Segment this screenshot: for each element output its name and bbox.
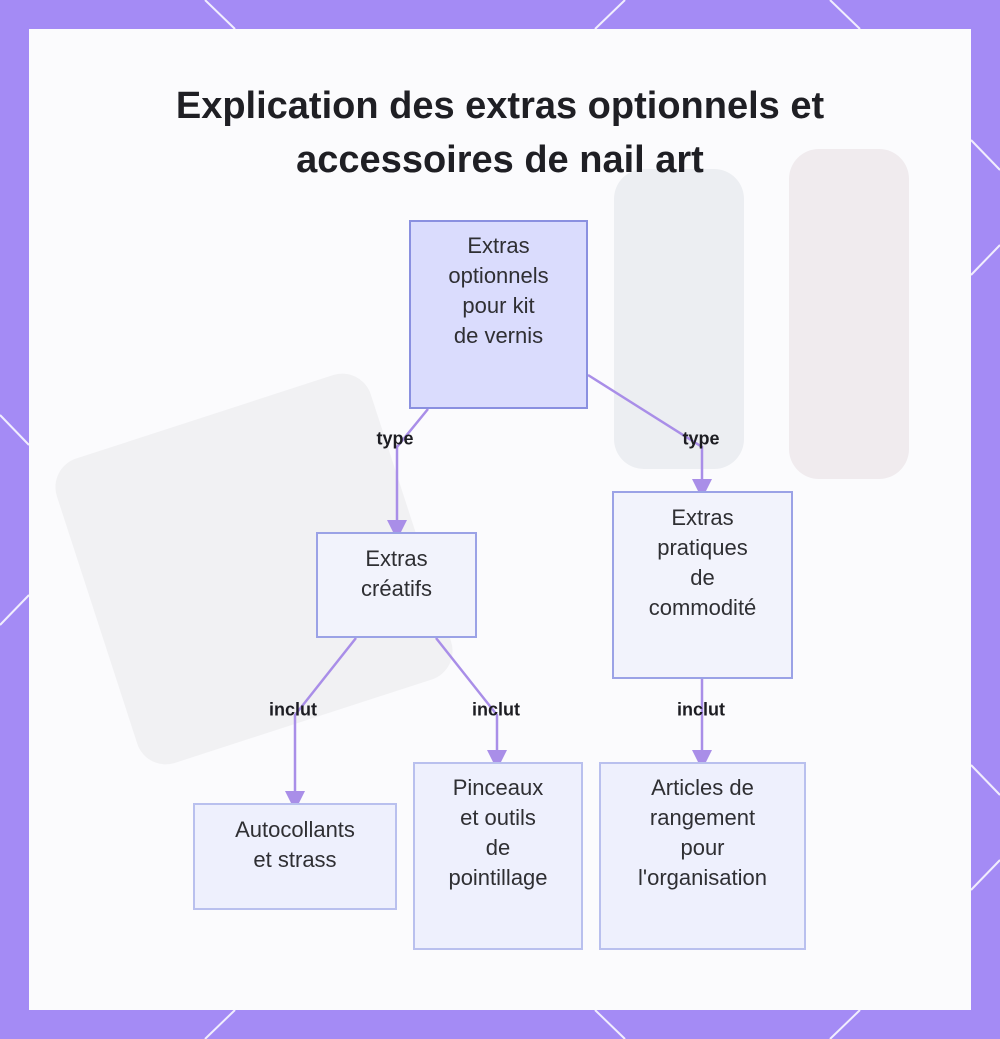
edge-label-inclut-articles: inclut: [677, 699, 725, 720]
edge-label-type-right: type: [682, 428, 720, 449]
node-label-line: l'organisation: [638, 865, 767, 890]
node-label-line: de vernis: [453, 323, 544, 348]
node-extras-optionnels: Extras optionnels pour kit de vernis: [409, 220, 588, 409]
node-articles-rangement: Articles de rangement pour l'organisatio…: [599, 762, 806, 950]
node-label-line: pratiques: [657, 535, 748, 560]
node-label-line: pointillage: [448, 865, 548, 890]
node-label-line: Articles de: [651, 775, 754, 800]
node-label-line: de: [690, 565, 715, 590]
node-extras-creatifs: Extras créatifs: [316, 532, 477, 638]
node-label-line: de: [485, 835, 511, 860]
node-label-line: pour: [680, 835, 725, 860]
edge-label-inclut-pinceaux: inclut: [472, 699, 520, 720]
node-label-line: et strass: [253, 847, 337, 872]
node-label-line: Extras: [671, 505, 734, 530]
node-autocollants-strass: Autocollants et strass: [193, 803, 397, 910]
edge-label-type-left: type: [376, 428, 414, 449]
page-title: Explication des extras optionnels et acc…: [29, 79, 971, 187]
node-label-line: créatifs: [361, 576, 432, 601]
edge-creatifs-to-pinceaux: [435, 637, 507, 770]
title-line-2: accessoires de nail art: [296, 139, 704, 181]
node-label-line: rangement: [649, 805, 756, 830]
node-label-line: commodité: [648, 595, 757, 620]
edge-label-inclut-autocollants: inclut: [269, 699, 317, 720]
node-label-line: Pinceaux: [452, 775, 544, 800]
background-photo-polish-bottle: [789, 149, 909, 479]
node-label-line: et outils: [460, 805, 536, 830]
node-label-line: Extras: [467, 233, 530, 258]
background-photo-polish-bottle: [614, 169, 744, 469]
edge-root-to-creatifs: [387, 408, 429, 540]
node-label-line: Autocollants: [235, 817, 355, 842]
node-pinceaux-outils: Pinceaux et outils de pointillage: [413, 762, 583, 950]
node-label-line: pour kit: [462, 293, 535, 318]
edge-creatifs-to-autocollants: [285, 637, 357, 811]
node-extras-pratiques: Extras pratiques de commodité: [612, 491, 793, 679]
title-line-1: Explication des extras optionnels et: [175, 85, 825, 127]
node-label-line: Extras: [365, 546, 428, 571]
node-label-line: optionnels: [448, 263, 549, 288]
edge-root-to-pratiques: [587, 373, 712, 499]
